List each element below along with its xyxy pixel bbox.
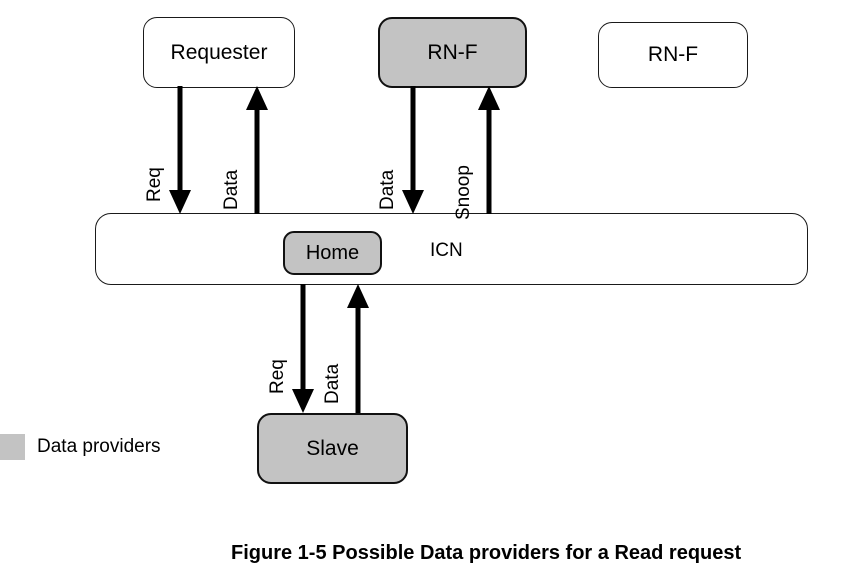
arrow-rn-f-snoop <box>478 86 500 214</box>
node-icn <box>95 213 808 285</box>
edge-label-requester-req: Req <box>144 167 165 202</box>
edge-label-requester-data: Data <box>221 169 242 210</box>
figure-caption: Figure 1-5 Possible Data providers for a… <box>231 542 742 564</box>
node-home-label: Home <box>305 241 360 264</box>
node-requester: Requester <box>143 17 295 88</box>
node-rn-f-plain: RN-F <box>598 22 748 88</box>
node-icn-label: ICN <box>430 240 463 261</box>
legend: Data providers <box>0 434 161 460</box>
arrow-slave-req <box>292 284 314 413</box>
edge-label-rn-f-data: Data <box>377 169 398 210</box>
node-slave: Slave <box>257 413 408 484</box>
arrow-slave-data <box>347 284 369 413</box>
arrow-requester-data <box>246 86 268 214</box>
arrow-requester-req <box>169 86 191 214</box>
node-rn-f-data-provider-label: RN-F <box>427 40 478 64</box>
node-home: Home <box>283 231 382 275</box>
edge-label-slave-req: Req <box>267 359 288 394</box>
edge-label-slave-data: Data <box>322 363 343 404</box>
legend-swatch-data-providers <box>0 434 25 460</box>
node-requester-label: Requester <box>170 40 268 64</box>
node-rn-f-plain-label: RN-F <box>647 43 699 66</box>
node-rn-f-data-provider: RN-F <box>378 17 527 88</box>
arrow-rn-f-data <box>402 86 424 214</box>
edge-label-rn-f-snoop: Snoop <box>453 165 474 220</box>
node-slave-label: Slave <box>306 436 359 460</box>
legend-label-data-providers: Data providers <box>37 436 161 457</box>
